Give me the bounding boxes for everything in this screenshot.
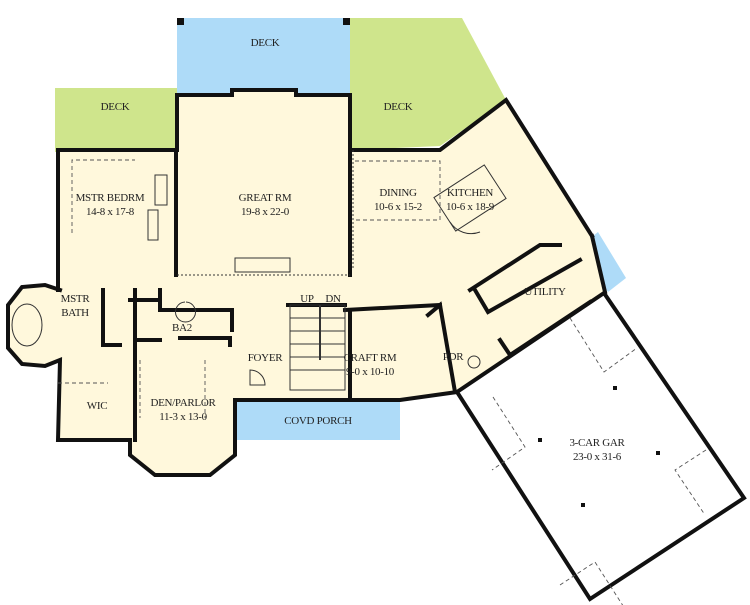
dining-label: DINING [379,187,417,199]
covered-porch-label: COVD PORCH [284,415,352,427]
den-parlor-size: 11-3 x 13-0 [159,411,207,423]
deck-left-label: DECK [101,101,130,113]
great-room-label: GREAT RM [239,192,292,204]
deck-left-area [55,88,177,152]
craft-room-size: 9-0 x 10-10 [346,366,395,378]
craft-room-label: CRAFT RM [344,352,397,364]
exterior-walls [6,88,608,477]
wic-label: WIC [87,400,107,412]
garage-label: 3-CAR GAR [569,437,625,449]
master-bath-label-2: BATH [61,307,89,319]
room-labels: DECK DECK DECK MSTR BEDRM 14-8 x 17-8 GR… [61,37,626,463]
master-bedroom-size: 14-8 x 17-8 [86,206,135,218]
foyer-label: FOYER [248,352,284,364]
stairs-down-label: DN [325,293,341,305]
interior-details [11,150,507,391]
dining-size: 10-6 x 15-2 [374,201,422,213]
deck-posts [177,18,350,25]
master-bath-label-1: MSTR [61,293,91,305]
room-dashed-outlines [58,159,441,418]
kitchen-label: KITCHEN [447,187,494,199]
deck-right-label: DECK [384,101,413,113]
garage-size: 23-0 x 31-6 [573,451,622,463]
bath-2-label: BA2 [172,322,192,334]
great-room-size: 19-8 x 22-0 [241,206,290,218]
den-parlor-label: DEN/PARLOR [150,397,216,409]
utility-label: UTILITY [524,286,566,298]
garage-post-marks [538,386,660,507]
deck-right-area [350,18,506,150]
powder-room-label: PDR [443,351,464,363]
kitchen-size: 10-6 x 18-9 [446,201,495,213]
house-floor [8,90,605,475]
deck-top-label: DECK [251,37,280,49]
garage-dashed-outlines [491,317,707,605]
stairs-up-label: UP [300,293,314,305]
covered-porch-area [235,400,400,440]
master-bedroom-label: MSTR BEDRM [76,192,145,204]
